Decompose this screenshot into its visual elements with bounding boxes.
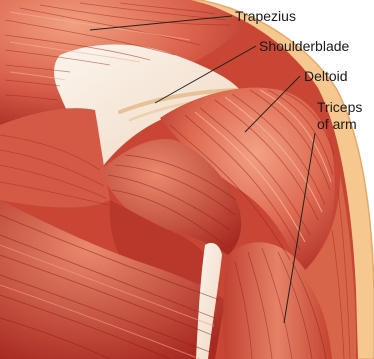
trapezius-label: Trapezius xyxy=(235,8,296,24)
triceps-label-line2: of arm xyxy=(317,116,362,133)
triceps-label: Triceps of arm xyxy=(317,99,362,133)
shoulderblade-label: Shoulderblade xyxy=(259,38,349,54)
triceps-label-line1: Triceps xyxy=(317,99,362,116)
deltoid-label: Deltoid xyxy=(304,68,348,84)
